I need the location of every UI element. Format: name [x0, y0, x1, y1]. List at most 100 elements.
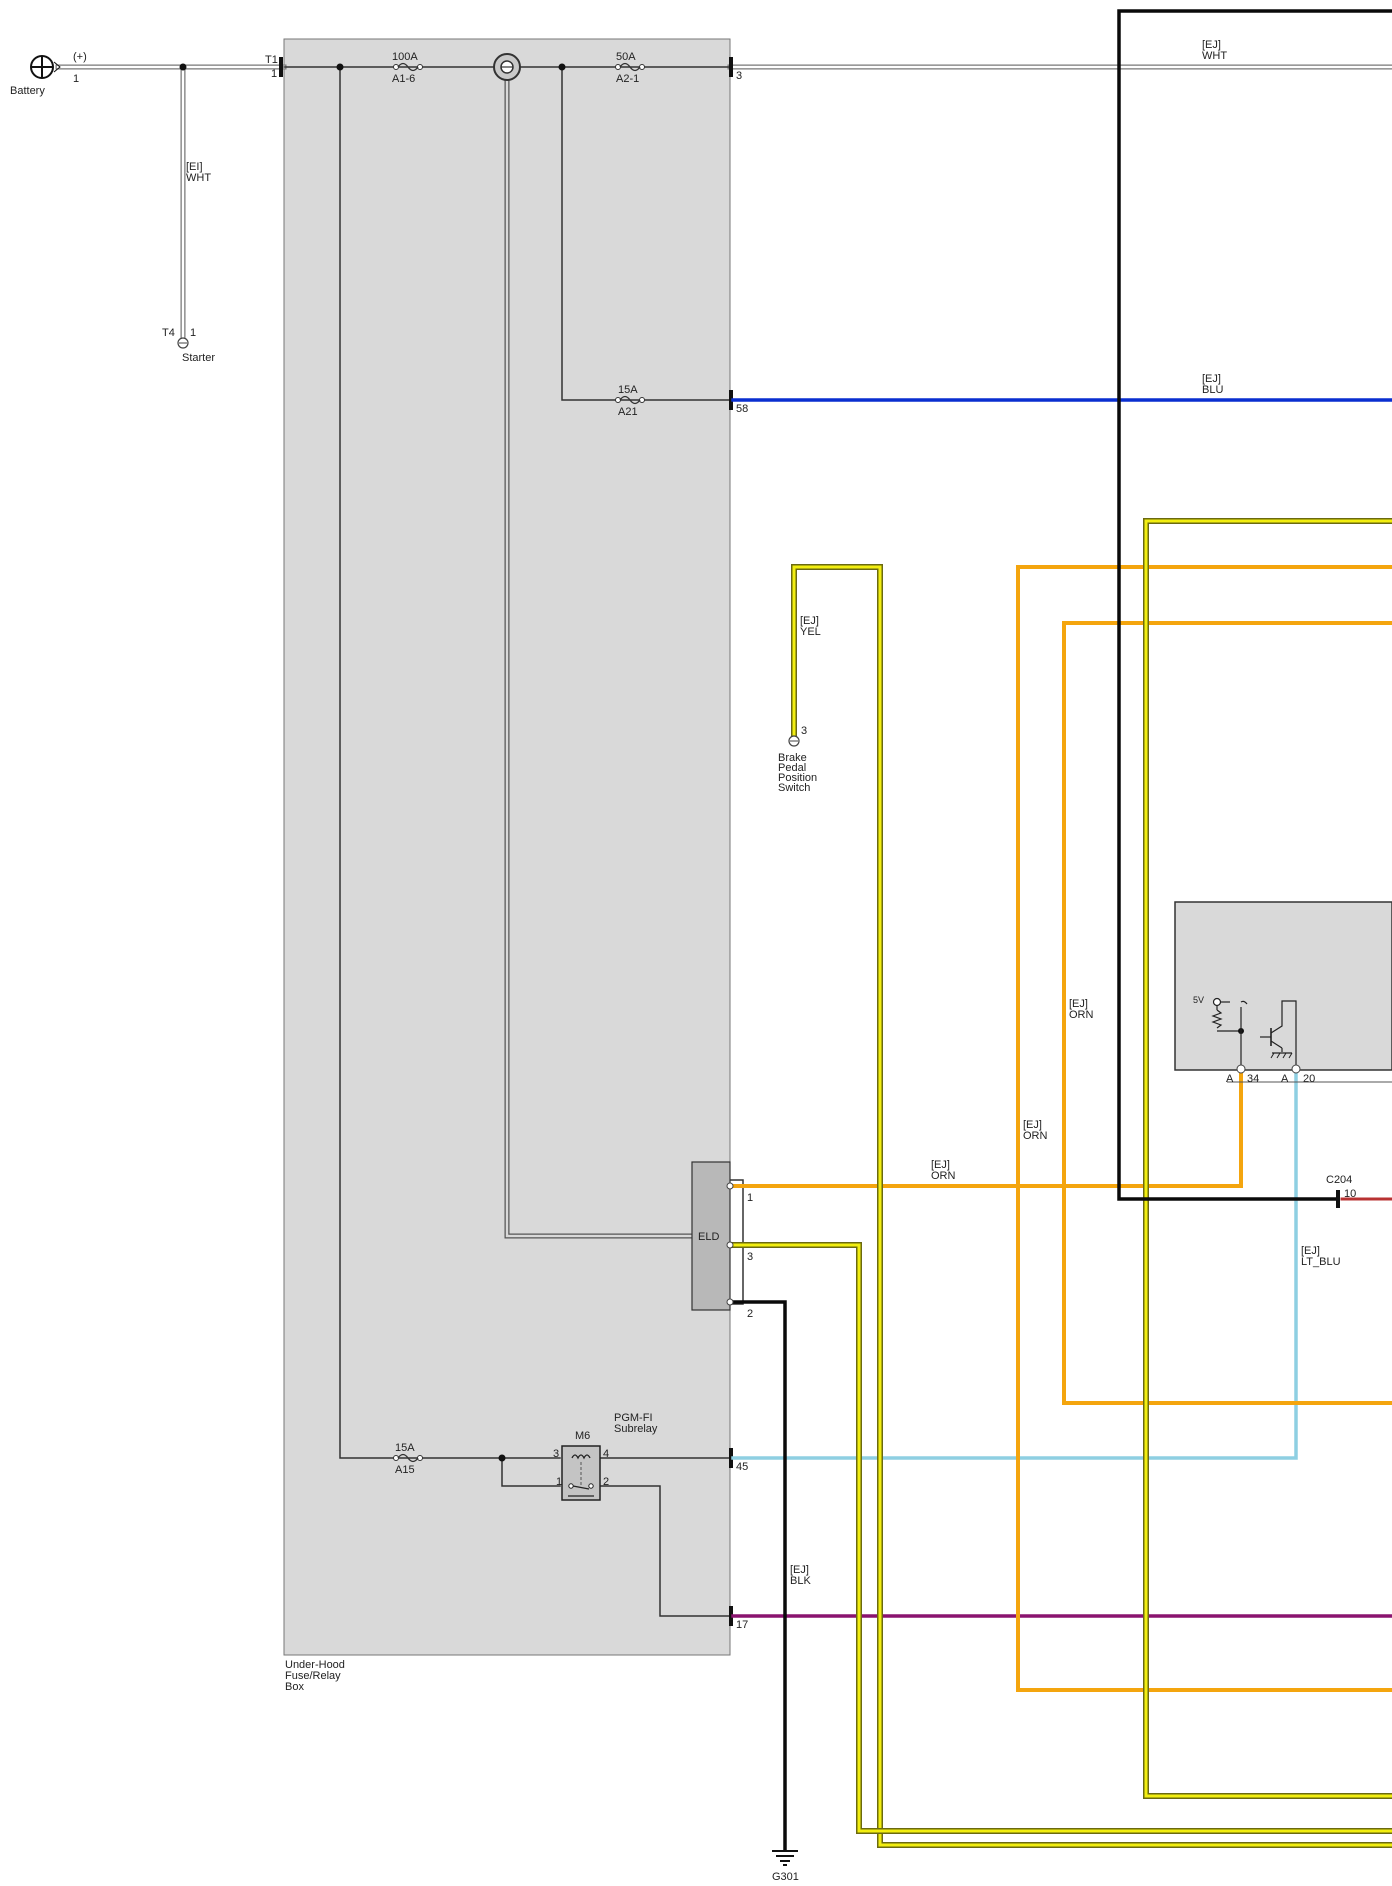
wire-label-color: LT_BLU [1301, 1256, 1341, 1268]
wire-label-color: WHT [1202, 50, 1227, 62]
connector-c204-pin: 10 [1344, 1188, 1356, 1200]
module-internal-circuit [1211, 997, 1297, 1066]
fuse-a2-1 [615, 62, 645, 72]
eld-pin: 1 [747, 1192, 753, 1204]
ground-label: G301 [772, 1871, 799, 1883]
module-pin-conn: A [1281, 1073, 1289, 1085]
eld-terminal [726, 1182, 734, 1190]
eld-label: ELD [698, 1231, 719, 1243]
wire-yel-brake [791, 564, 1392, 1848]
internal-a15-feed [339, 66, 561, 1459]
wire-orn-eld [731, 1064, 1243, 1188]
box-pin-connector [729, 390, 733, 410]
brake-switch-label: Position [778, 772, 817, 784]
fuse-id: A2-1 [616, 73, 639, 85]
battery-label: Battery [10, 85, 45, 97]
ground-icon [772, 1850, 798, 1866]
module-terminal [1236, 1064, 1246, 1074]
connector-t1-pin: 1 [271, 68, 277, 80]
brake-switch-label: Switch [778, 782, 810, 794]
brake-switch-label: Pedal [778, 762, 806, 774]
connector-c204 [1336, 1190, 1340, 1208]
starter-connector: T4 [162, 327, 175, 339]
wire-label-color: BLU [1202, 384, 1223, 396]
fuse-id: A1-6 [392, 73, 415, 85]
wire-label-color: BLK [790, 1575, 811, 1587]
box-pin-connector [729, 57, 733, 77]
fuse-a1-6 [393, 62, 423, 72]
relay-pin: 1 [556, 1476, 562, 1488]
eld-terminal [726, 1241, 734, 1249]
relay-name: Subrelay [614, 1423, 658, 1435]
fuse-a15 [393, 1453, 423, 1463]
fuse-id: A15 [395, 1464, 415, 1476]
battery-icon [30, 55, 61, 79]
box-pin-label: 3 [736, 70, 742, 82]
wire-label-harness: [EJ] [800, 615, 819, 627]
control-module [1174, 901, 1392, 1071]
starter-terminal-icon [177, 337, 189, 349]
wire-orn-outer [1016, 565, 1392, 1692]
eld-sense-ring-icon [493, 53, 521, 81]
fuse-rating: 15A [618, 384, 638, 396]
connector-t1-label: T1 [265, 54, 278, 66]
fuse-rating: 50A [616, 51, 636, 63]
brake-switch-label: Brake [778, 752, 807, 764]
fuse-box-label-1: Under-Hood [285, 1659, 345, 1671]
module-pin-conn: A [1226, 1073, 1234, 1085]
wire-lt-blu [731, 1064, 1298, 1460]
relay-pin: 4 [603, 1448, 609, 1460]
eld-pin: 2 [747, 1308, 753, 1320]
relay-pin: 2 [603, 1476, 609, 1488]
wire-orn-inner [1062, 621, 1392, 1405]
wire-label-harness: [EJ] [931, 1159, 950, 1171]
module-pin-num: 20 [1303, 1073, 1315, 1085]
wire-label-harness: [EJ] [1069, 998, 1088, 1010]
box-pin-connector [729, 1448, 733, 1468]
junction-dot [558, 63, 566, 71]
relay-m6 [561, 1445, 601, 1501]
battery-polarity: (+) [73, 51, 87, 63]
wire-label-harness: [EJ] [1202, 39, 1221, 51]
eld-pin: 3 [747, 1251, 753, 1263]
relay-pin: 3 [553, 1448, 559, 1460]
wire-yel-loop [1143, 518, 1392, 1799]
wire-blk-loop [1117, 9, 1392, 1201]
wire-label-harness: [EJ] [1023, 1119, 1042, 1131]
wire-label-color: WHT [186, 172, 211, 184]
brake-switch-terminal-icon [788, 735, 800, 747]
module-supply-label: 5V [1193, 995, 1204, 1005]
module-terminal [1291, 1064, 1301, 1074]
brake-switch-pin: 3 [801, 725, 807, 737]
junction-dot [179, 63, 187, 71]
connector-t1 [279, 57, 283, 77]
fuse-box-label-3: Box [285, 1681, 304, 1693]
box-pin-label: 45 [736, 1461, 748, 1473]
wire-label-color: ORN [931, 1170, 956, 1182]
box-pin-label: 58 [736, 403, 748, 415]
fuse-id: A21 [618, 406, 638, 418]
fuse-a21 [615, 395, 645, 405]
wire-label-harness: [EJ] [1301, 1245, 1320, 1257]
wire-label-color: YEL [800, 626, 821, 638]
eld-terminal [726, 1298, 734, 1306]
battery-pin: 1 [73, 73, 79, 85]
box-pin-label: 17 [736, 1619, 748, 1631]
relay-ref: M6 [575, 1430, 590, 1442]
module-pin-num: 34 [1247, 1073, 1259, 1085]
wire-label-harness: [EJ] [790, 1564, 809, 1576]
connector-c204-label: C204 [1326, 1174, 1352, 1186]
eld-unit [691, 1161, 731, 1311]
fuse-rating: 100A [392, 51, 418, 63]
internal-relay-coil [501, 1457, 561, 1487]
fuse-rating: 15A [395, 1442, 415, 1454]
wire-label-color: ORN [1023, 1130, 1048, 1142]
junction-dot [498, 1454, 506, 1462]
starter-label: Starter [182, 352, 215, 364]
box-pin-connector [729, 1606, 733, 1626]
starter-pin: 1 [190, 327, 196, 339]
internal-relay-pin2 [599, 1485, 731, 1617]
fuse-box-label-2: Fuse/Relay [285, 1670, 341, 1682]
wire-label-color: ORN [1069, 1009, 1094, 1021]
